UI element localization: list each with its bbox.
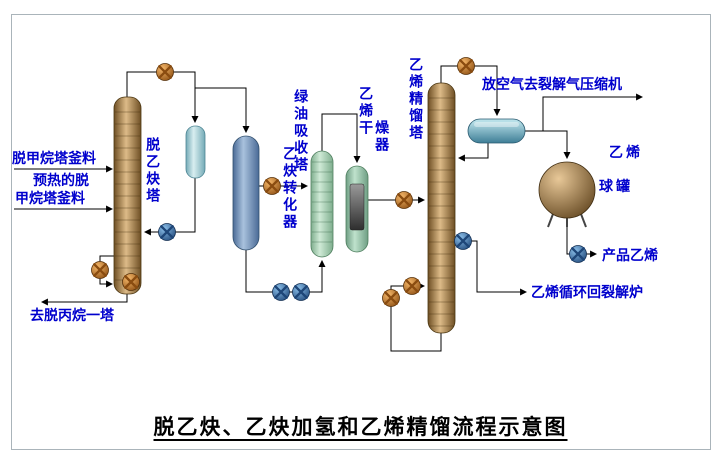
label-ethylene-splitter: 乙烯精馏塔 [408, 57, 425, 142]
sphere-shell [538, 161, 596, 219]
sphere-legs [547, 213, 587, 228]
ethylene-sphere-vessel [538, 161, 596, 228]
pump-icon [453, 231, 473, 251]
reflux-drum-vessel [185, 125, 206, 179]
diagram-border [11, 14, 711, 450]
diagram-title: 脱乙炔、乙炔加氢和乙烯精馏流程示意图 [153, 416, 568, 439]
label-feed-preheated-1: 预热的脱 [33, 172, 89, 188]
pump-icon [568, 244, 588, 264]
pump-icon [456, 56, 476, 76]
label-recycle-cracker: 乙烯循环回裂解炉 [531, 284, 643, 300]
splitter-trays [429, 97, 454, 327]
pump-icon [291, 282, 311, 302]
ethylene-dryer-vessel [345, 165, 369, 253]
ethylene-splitter-vessel [427, 82, 456, 334]
pipe-bottoms-out [40, 294, 128, 306]
deacetylene-tower-vessel [113, 96, 142, 295]
pump-icon [394, 190, 414, 210]
drum-shell [185, 125, 206, 179]
label-ethylene-sphere-1: 乙烯 [609, 144, 643, 160]
absorber-shell [310, 150, 334, 258]
pump-icon [155, 62, 175, 82]
pump-icon [157, 222, 177, 242]
pipe-to-sphere [543, 130, 571, 160]
label-bottoms-depropanizer: 去脱丙烷一塔 [30, 307, 114, 323]
pipe-splitter-reboiler-loop [390, 282, 442, 352]
condenser-highlight [474, 122, 519, 127]
green-oil-absorber-vessel [310, 150, 334, 258]
pump-icon [381, 288, 401, 308]
condenser-shell [467, 118, 526, 144]
pump-icon [271, 282, 291, 302]
tower-shell [113, 96, 142, 295]
absorber-packing [312, 161, 332, 243]
pump-icon [121, 272, 141, 292]
label-feed-preheated-2: 甲烷塔釜料 [15, 190, 85, 206]
label-ethylene-dryer-2: 燥器 [374, 120, 391, 154]
overhead-condenser-vessel [467, 118, 526, 144]
tower-trays [115, 111, 140, 281]
label-acetylene-converter: 乙炔转化器 [282, 146, 299, 231]
acetylene-converter-vessel [232, 135, 260, 251]
label-green-oil-absorber: 绿油吸收塔 [293, 89, 310, 174]
label-ethylene-dryer-1: 乙烯干 [358, 86, 375, 137]
dryer-bed [349, 183, 365, 231]
label-deacetylene-tower: 脱乙炔塔 [145, 137, 162, 205]
pump-icon [402, 276, 422, 296]
pipe-vent [525, 93, 644, 132]
pipe-lines [14, 65, 644, 352]
converter-shell [232, 135, 260, 251]
label-feed-demethanizer: 脱甲烷塔釜料 [12, 150, 96, 166]
label-vent-compressor: 放空气去裂解气压缩机 [482, 76, 622, 92]
label-product-ethylene: 产品乙烯 [602, 247, 658, 263]
label-ethylene-sphere-2: 球罐 [599, 178, 633, 194]
pipe-to-converter [195, 87, 250, 134]
pump-icon [90, 260, 110, 280]
pipe-absorber-to-dryer [321, 113, 361, 164]
pipe-reflux-splitter [457, 143, 489, 162]
pump-icon [262, 176, 282, 196]
splitter-shell [427, 82, 456, 334]
